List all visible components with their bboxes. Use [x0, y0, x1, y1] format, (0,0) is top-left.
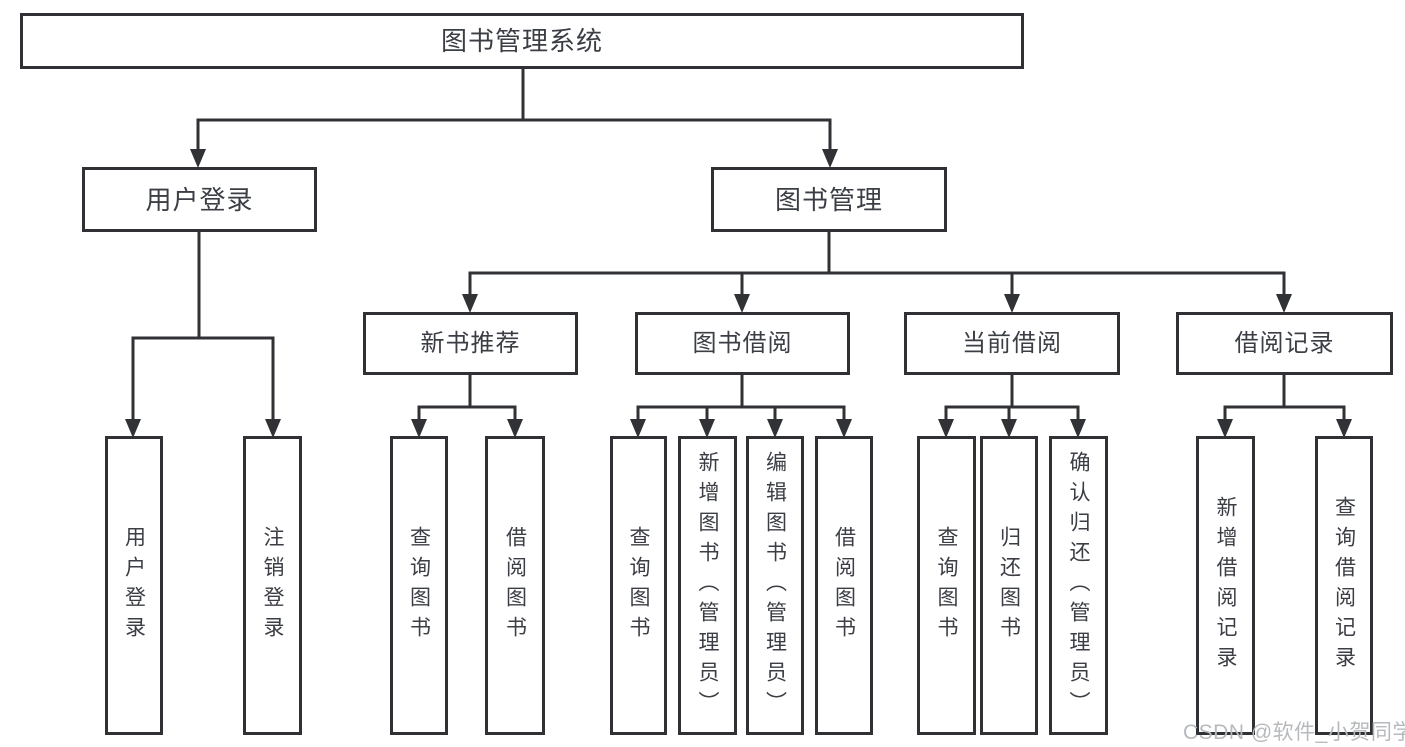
node-borrowing-records: 借阅记录 [1176, 312, 1393, 375]
csdn-watermark: CSDN @软件_小贺同学 [1183, 721, 1405, 744]
leaf-user-login: 用户登录 [105, 436, 163, 735]
node-user-login: 用户登录 [82, 167, 317, 232]
node-root: 图书管理系统 [20, 13, 1024, 69]
leaf-borrow-books-recommend: 借阅图书 [485, 436, 545, 735]
node-book-borrowing: 图书借阅 [635, 312, 850, 375]
leaf-logout: 注销登录 [243, 436, 302, 735]
node-current-borrowing: 当前借阅 [904, 312, 1120, 375]
leaf-query-books-current: 查询图书 [917, 436, 976, 735]
leaf-query-books-borrowing: 查询图书 [610, 436, 667, 735]
leaf-edit-book-admin: 编辑图书（管理员） [746, 436, 804, 735]
leaf-confirm-return-admin: 确认归还（管理员） [1049, 436, 1108, 735]
leaf-add-borrow-record: 新增借阅记录 [1196, 436, 1255, 735]
node-book-management: 图书管理 [711, 167, 947, 232]
leaf-query-books-recommend: 查询图书 [390, 436, 448, 735]
leaf-return-books: 归还图书 [980, 436, 1038, 735]
arrowheads [125, 149, 1352, 438]
node-new-book-recommend: 新书推荐 [363, 312, 578, 375]
leaf-query-borrow-record: 查询借阅记录 [1315, 436, 1373, 735]
leaf-borrow-books: 借阅图书 [815, 436, 873, 735]
leaf-add-book-admin: 新增图书（管理员） [678, 436, 737, 735]
